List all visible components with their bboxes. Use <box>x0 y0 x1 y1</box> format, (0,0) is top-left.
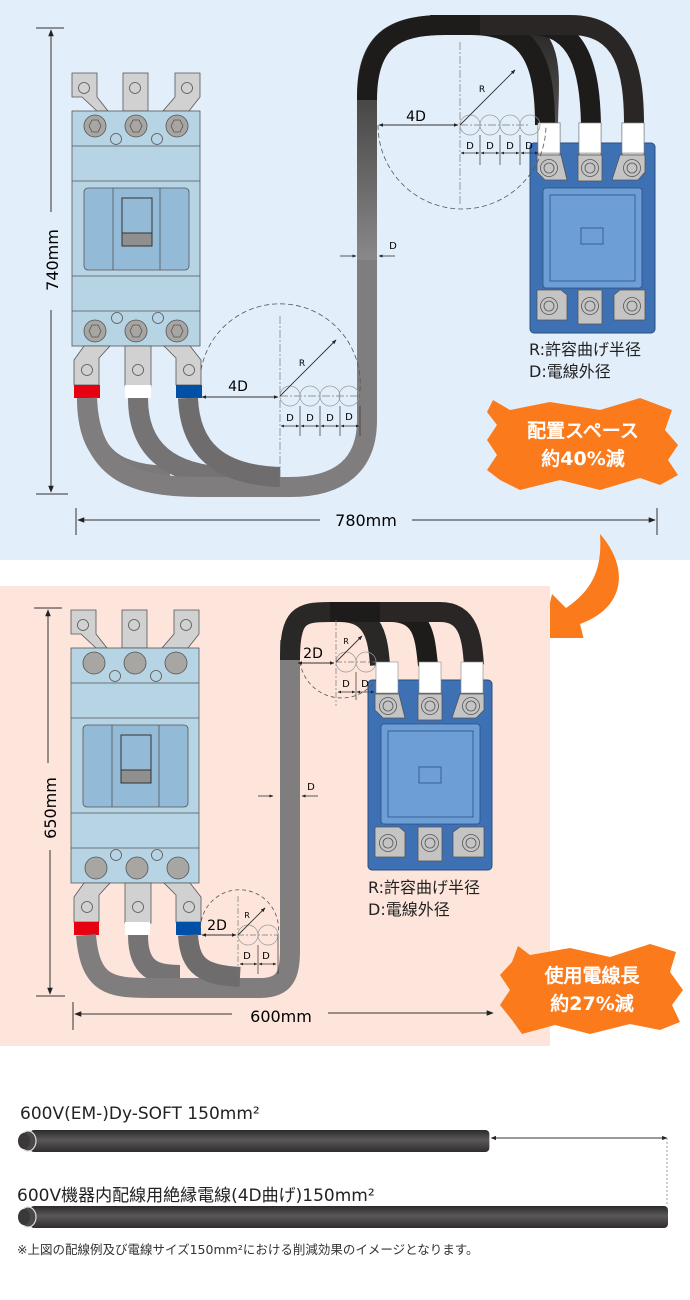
footnote: ※上図の配線例及び電線サイズ150mm²における削減効果のイメージとなります。 <box>17 1242 479 1257</box>
height-label: 740mm <box>43 229 62 291</box>
top-cables <box>280 602 484 667</box>
lower-d-label: D <box>306 413 314 424</box>
bottom-cables <box>77 240 377 497</box>
phase-red-marker <box>74 385 100 398</box>
lower-d-label: D <box>243 951 251 962</box>
magnetic-contactor <box>367 661 493 871</box>
magnetic-contactor <box>529 122 656 334</box>
badge-line2: 約27%減 <box>550 992 633 1015</box>
lower-d-label: D <box>286 413 294 424</box>
cable2-label: 600V機器内配線用絶縁電線(4D曲げ)150mm² <box>17 1186 375 1206</box>
legend-d: D:電線外径 <box>529 362 611 381</box>
lower-bend-annotation: 4D R D D D D <box>200 303 361 478</box>
upper-d-label: D <box>506 141 514 152</box>
lower-d-label: D <box>345 412 353 423</box>
cable-d-label: D <box>307 782 315 793</box>
upper-d-label: D <box>342 679 350 690</box>
upper-d-label: D <box>486 141 494 152</box>
width-label: 780mm <box>335 511 397 530</box>
upper-bend-annotation: 2D R D D D <box>258 620 377 798</box>
upper-bend-annotation: 4D R D D D D D <box>340 42 547 258</box>
legend-d: D:電線外径 <box>368 900 450 919</box>
cable-d-label: D <box>389 241 397 252</box>
circuit-breaker <box>70 609 202 935</box>
cable1-label: 600V(EM-)Dy-SOFT 150mm² <box>20 1104 260 1124</box>
badge-line1: 配置スペース <box>527 420 639 442</box>
bottom-diagram-panel: 650mm 600mm <box>0 586 683 1046</box>
bottom-diagram: 650mm 600mm <box>34 602 683 1034</box>
bottom-cables <box>76 640 300 998</box>
lower-d-label: D <box>262 951 270 962</box>
top-diagram: 740mm 780mm <box>36 14 678 535</box>
circuit-breaker <box>71 72 202 398</box>
width-label: 600mm <box>250 1007 312 1026</box>
phase-red-marker <box>74 922 99 935</box>
top-diagram-panel: 740mm 780mm <box>0 0 690 560</box>
space-reduction-badge: 配置スペース 約40%減 <box>487 398 678 490</box>
upper-bend-r-label: R <box>479 85 485 95</box>
cable-length-comparison <box>18 1130 668 1228</box>
height-label: 650mm <box>41 777 60 839</box>
cable-4d-bend-insulated <box>18 1206 668 1228</box>
legend-r: R:許容曲げ半径 <box>368 878 481 897</box>
upper-bend-4d-label: 4D <box>406 109 426 125</box>
width-dimension: 780mm <box>75 508 658 535</box>
upper-bend-r-label: R <box>343 637 349 646</box>
phase-white-marker <box>125 385 151 398</box>
phase-white-marker <box>125 922 150 935</box>
upper-d-label: D <box>525 141 533 152</box>
phase-blue-marker <box>176 922 201 935</box>
lower-bend-r-label: R <box>299 359 305 369</box>
phase-blue-marker <box>176 385 202 398</box>
lower-d-label: D <box>326 413 334 424</box>
height-dimension: 740mm <box>36 27 68 495</box>
cable-dy-soft <box>18 1130 490 1152</box>
lower-bend-r-label: R <box>244 911 250 920</box>
curved-down-arrow-icon <box>541 534 619 638</box>
lower-bend-annotation: 2D R D D <box>200 889 279 975</box>
badge-line2: 約40%減 <box>541 447 624 470</box>
lower-bend-2d-label: 2D <box>207 918 227 934</box>
badge-line1: 使用電線長 <box>543 964 640 987</box>
upper-d-label: D <box>466 141 474 152</box>
width-dimension: 600mm <box>72 1002 494 1030</box>
top-cables <box>357 14 644 260</box>
height-dimension: 650mm <box>34 607 65 997</box>
wire-length-reduction-badge: 使用電線長 約27%減 <box>500 944 683 1034</box>
upper-d-label: D <box>361 679 369 690</box>
upper-bend-2d-label: 2D <box>303 646 323 662</box>
lower-bend-4d-label: 4D <box>228 379 248 395</box>
legend-r: R:許容曲げ半径 <box>529 340 642 359</box>
